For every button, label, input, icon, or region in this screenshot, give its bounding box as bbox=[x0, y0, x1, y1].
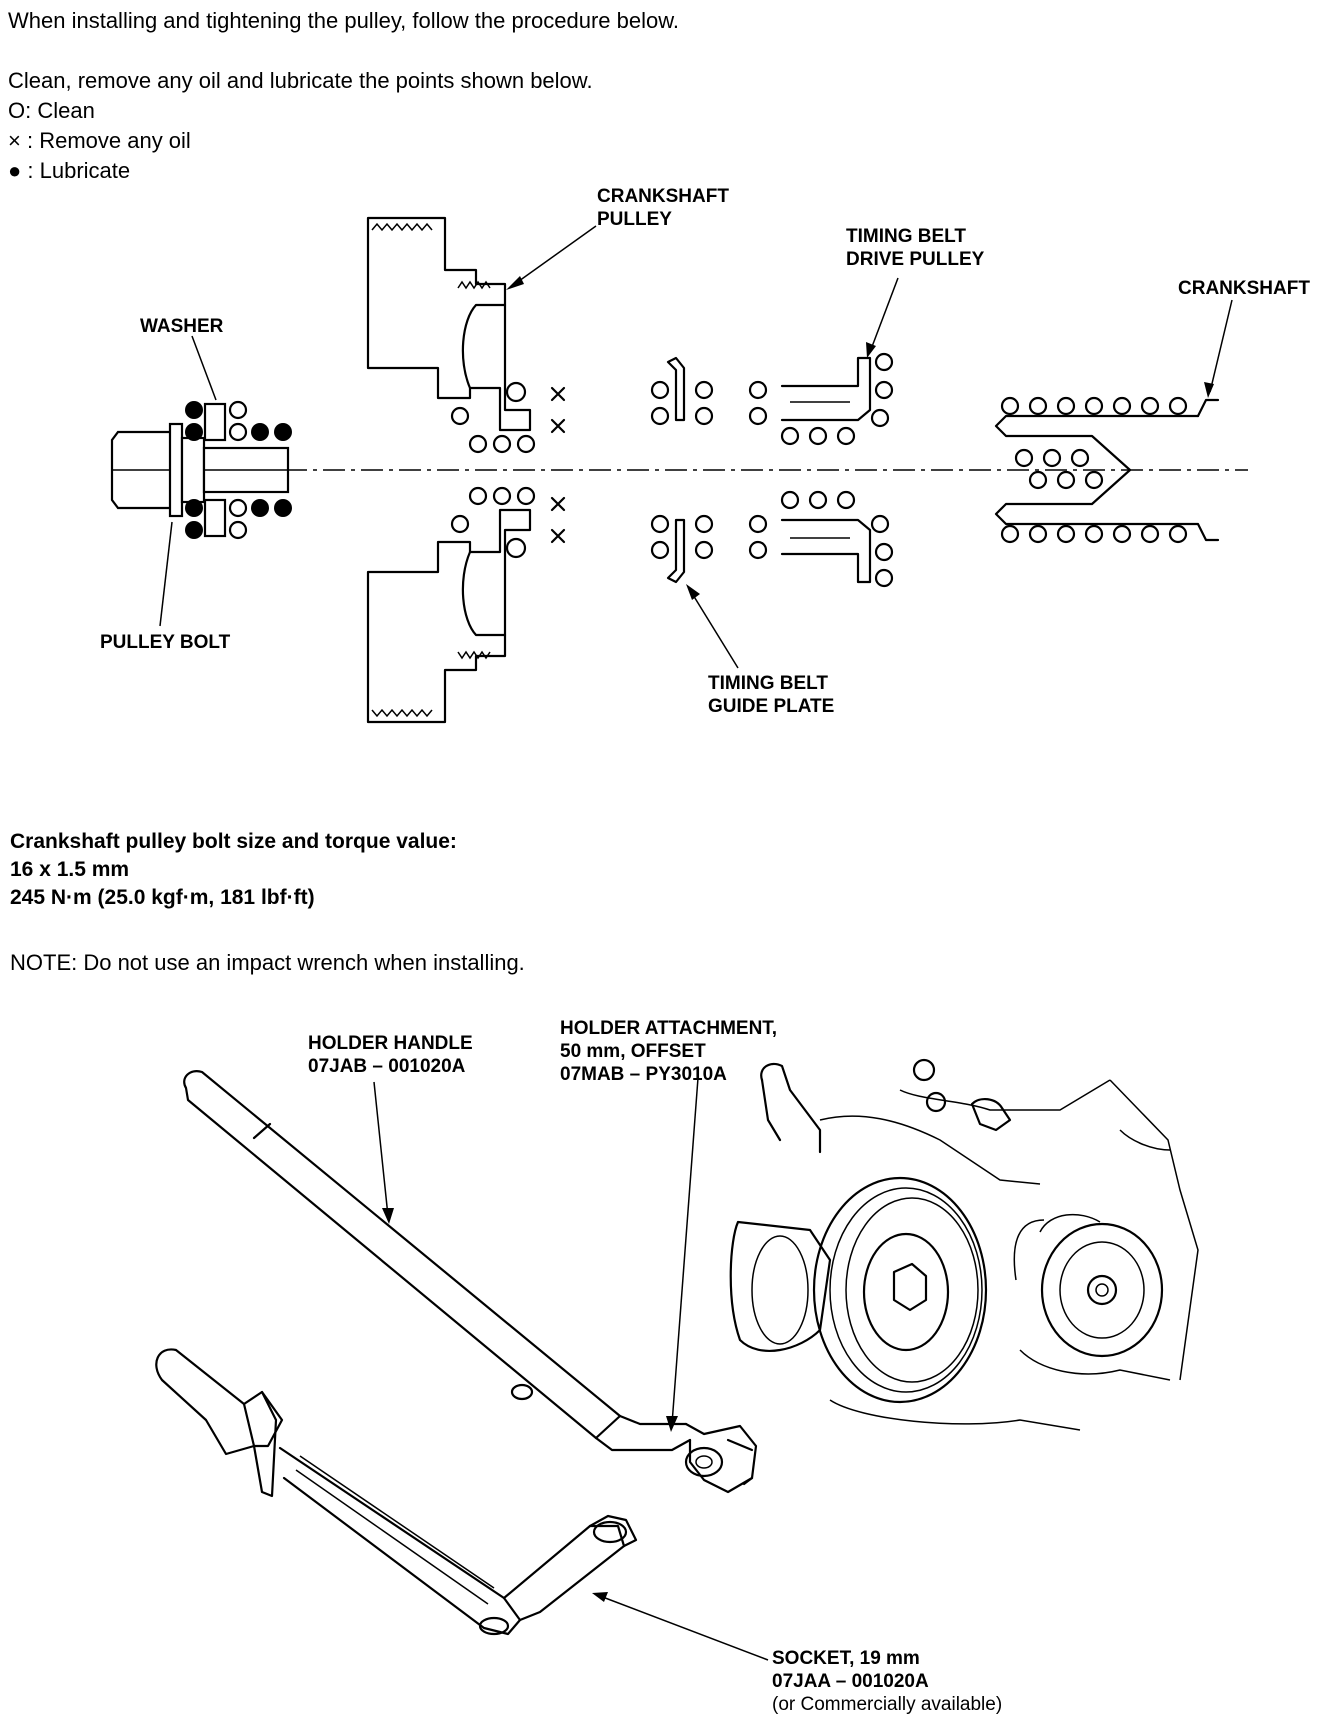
timing-belt-drive-pulley-illustration bbox=[748, 352, 894, 588]
intro-text: When installing and tightening the pulle… bbox=[8, 8, 680, 33]
holder-attachment-illustration bbox=[684, 1422, 758, 1494]
label-washer: WASHER bbox=[140, 316, 224, 337]
spec-heading: Crankshaft pulley bolt size and torque v… bbox=[10, 830, 457, 853]
washer-illustration bbox=[203, 402, 227, 538]
crankshaft-pulley-illustration bbox=[366, 216, 532, 724]
engine-crankshaft-pulley-illustration bbox=[729, 1058, 1199, 1431]
crankshaft-illustration bbox=[994, 396, 1220, 544]
remove-oil-points bbox=[550, 386, 566, 544]
spec-size: 16 x 1.5 mm bbox=[10, 858, 130, 881]
guide-plate-illustration bbox=[650, 356, 714, 584]
lubricate-symbol-icon: ● bbox=[8, 158, 22, 183]
note-text: NOTE: Do not use an impact wrench when i… bbox=[10, 950, 525, 975]
spec-torque: 245 N·m (25.0 kgf·m, 181 lbf·ft) bbox=[10, 886, 315, 909]
socket-wrench-illustration bbox=[155, 1348, 638, 1636]
legend-remove-oil: × : Remove any oil bbox=[8, 128, 191, 153]
lubricate-points bbox=[185, 401, 292, 539]
label-crankshaft: CRANKSHAFT bbox=[1178, 278, 1310, 299]
clean-points-pulley bbox=[450, 406, 536, 534]
clean-symbol-icon: O bbox=[8, 98, 26, 123]
instruction-text: Clean, remove any oil and lubricate the … bbox=[8, 68, 593, 93]
legend-lubricate: ● : Lubricate bbox=[8, 158, 131, 183]
pulley-bolt-illustration bbox=[110, 422, 290, 518]
clean-points-bolt bbox=[228, 400, 248, 540]
remove-oil-symbol-icon: × bbox=[8, 128, 21, 153]
label-pulley-bolt: PULLEY BOLT bbox=[100, 632, 231, 653]
legend-clean: O: Clean bbox=[8, 98, 95, 123]
